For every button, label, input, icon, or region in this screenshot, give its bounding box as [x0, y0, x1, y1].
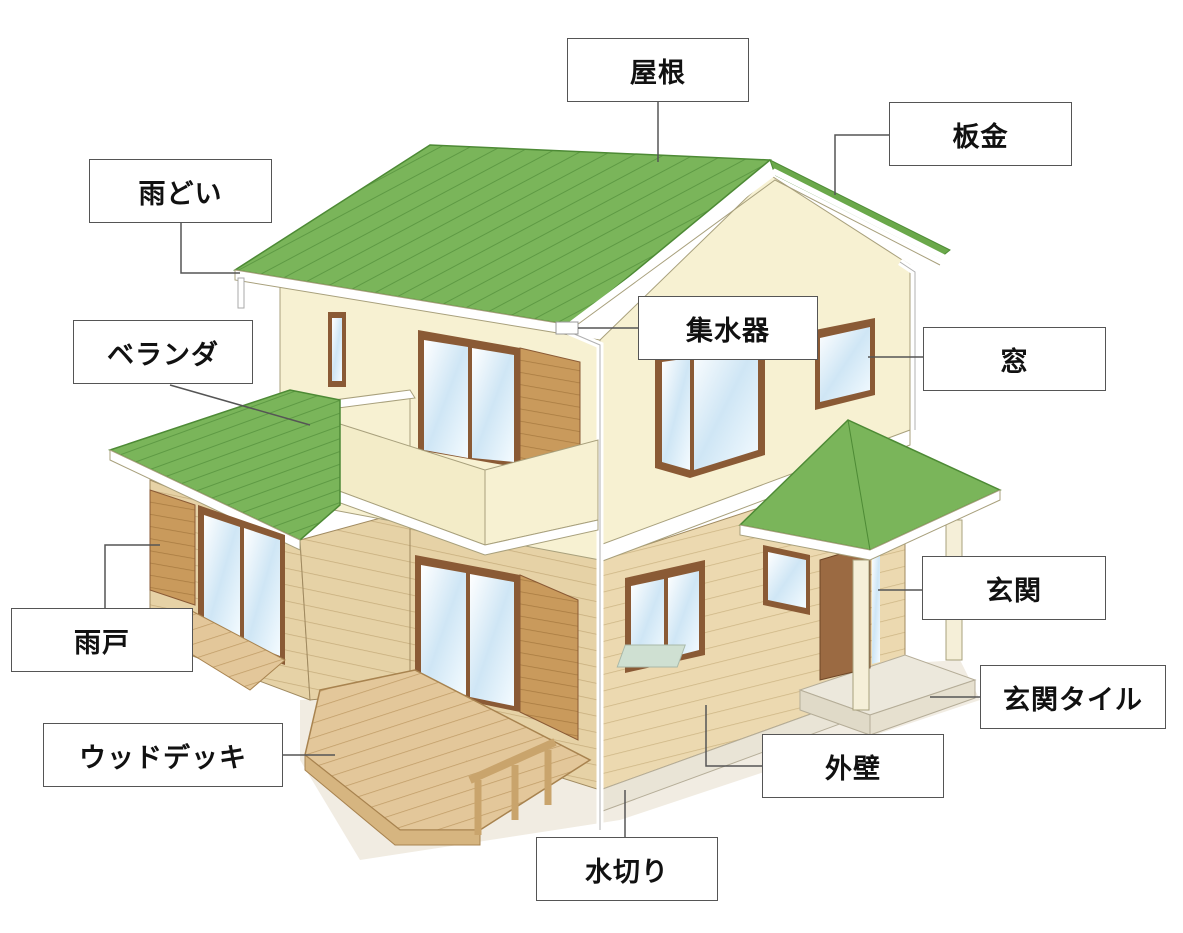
gable-fascia: [568, 168, 947, 328]
label-amado: 雨戸: [11, 608, 193, 672]
veranda-window-glass-2: [472, 348, 514, 462]
small-window-glass: [332, 318, 342, 381]
leader-bankin: [834, 134, 889, 195]
leader-amado: [104, 544, 160, 608]
leader-veranda: [169, 384, 311, 426]
lower-right-window-glass-2: [668, 571, 699, 658]
veranda-window-glass-1: [424, 340, 468, 458]
label-mizukiri: 水切り: [536, 837, 718, 901]
downpipe-main-edge: [564, 329, 601, 830]
downpipe-right-edge: [899, 261, 916, 430]
wood-deck-edge: [304, 753, 481, 846]
label-gaiheki: 外壁: [762, 734, 944, 798]
porch-window-glass: [768, 552, 806, 608]
porch-roof-hip: [847, 419, 871, 551]
label-mado: 窓: [923, 327, 1106, 391]
entrance-mat: [616, 644, 686, 668]
lower-center-window-glass-1: [421, 565, 466, 695]
lower-center-window-glass-2: [470, 574, 514, 706]
label-genkan-tile: 玄関タイル: [980, 665, 1166, 729]
lower-left-window-glass-1: [204, 515, 240, 640]
bay-window-glass-2: [694, 340, 758, 470]
label-bankin: 板金: [889, 102, 1072, 166]
deck-rail: [468, 738, 557, 784]
label-shusuiki: 集水器: [638, 296, 818, 360]
lower-left-window-glass-2: [244, 528, 280, 656]
gutter-left: [237, 277, 245, 309]
leader-gaiheki: [705, 705, 762, 767]
porch-step-2: [869, 679, 976, 736]
amado-box: [149, 489, 196, 606]
bay-window-glass-1: [662, 358, 690, 470]
door-side-glass: [872, 546, 880, 664]
right-window-glass: [820, 327, 870, 402]
label-wood-deck: ウッドデッキ: [43, 723, 283, 787]
porch-column-1: [852, 559, 870, 711]
leader-amadoi: [180, 223, 240, 274]
label-genkan: 玄関: [922, 556, 1106, 620]
label-veranda: ベランダ: [73, 320, 253, 384]
ground-floor-left-wall-2: [299, 509, 411, 701]
gable-fascia-edge: [569, 179, 941, 331]
label-yane: 屋根: [567, 38, 749, 102]
shutter-box-lower: [519, 574, 579, 741]
label-amadoi: 雨どい: [89, 159, 272, 223]
collector-box: [555, 321, 579, 335]
